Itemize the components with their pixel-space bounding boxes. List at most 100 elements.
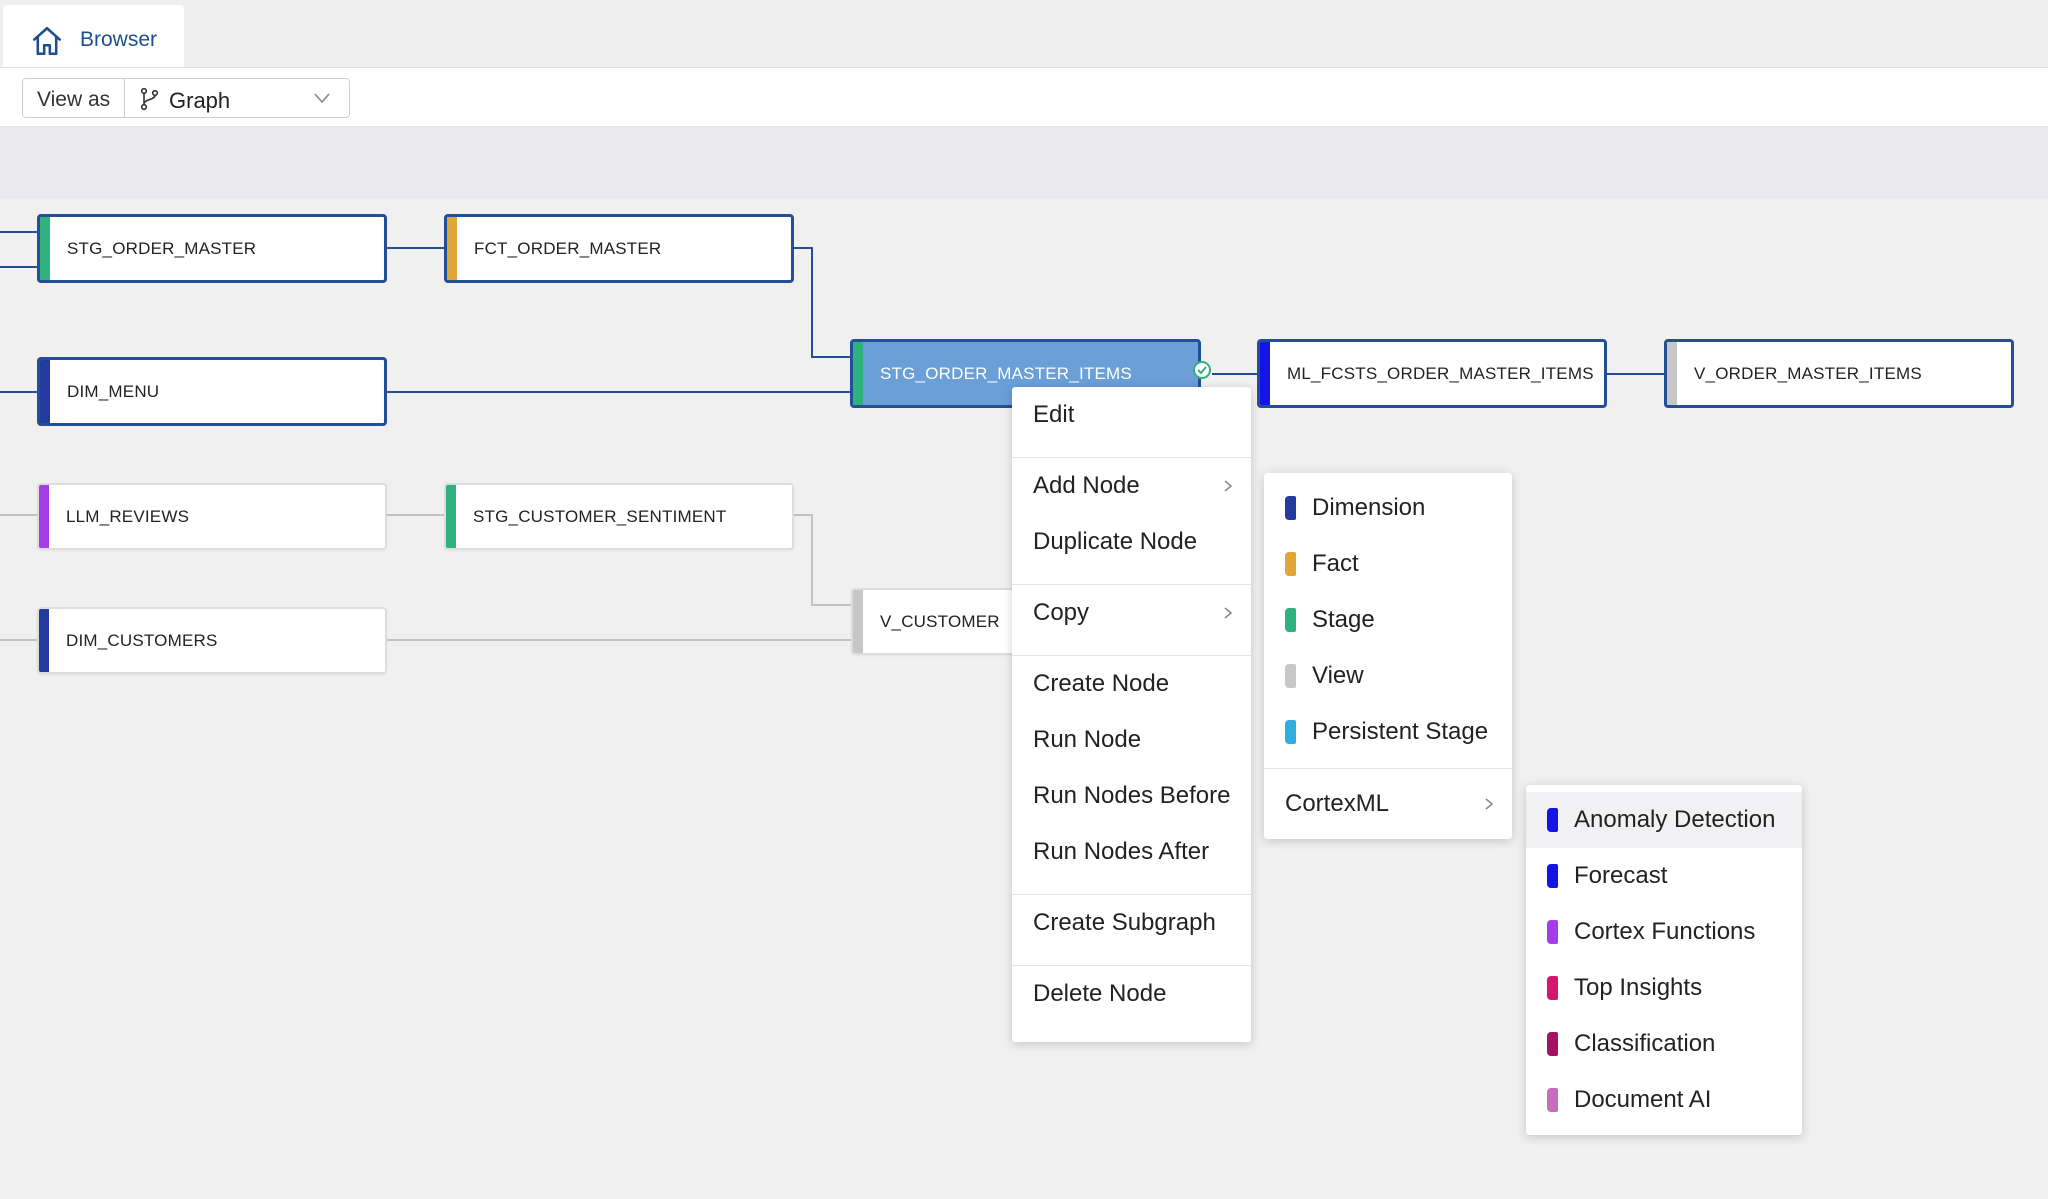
- node-v-customer[interactable]: V_CUSTOMER: [851, 588, 1026, 655]
- menu-item-label: Run Nodes Before: [1033, 782, 1231, 809]
- menu-item-forecast[interactable]: Forecast: [1526, 848, 1802, 904]
- chevron-right-icon: [1224, 607, 1233, 619]
- menu-item-run-nodes-after[interactable]: Run Nodes After: [1012, 824, 1251, 880]
- menu-item-label: Persistent Stage: [1312, 718, 1489, 745]
- menu-item-label: Create Node: [1033, 670, 1170, 697]
- cortex-functions-swatch: [1547, 920, 1558, 944]
- node-label: V_ORDER_MASTER_ITEMS: [1694, 363, 1922, 383]
- menu-item-label: Duplicate Node: [1033, 528, 1198, 555]
- menu-item-duplicate-node[interactable]: Duplicate Node: [1012, 514, 1251, 570]
- stage-swatch: [1285, 608, 1296, 632]
- node-fct-order-master[interactable]: FCT_ORDER_MASTER: [444, 214, 794, 283]
- node-dim-menu[interactable]: DIM_MENU: [37, 357, 387, 426]
- node-dim-customers[interactable]: DIM_CUSTOMERS: [37, 607, 387, 674]
- menu-item-label: Anomaly Detection: [1574, 806, 1776, 833]
- edge-fct-to-items: [793, 247, 852, 358]
- tab-bar: Browser: [0, 0, 2048, 68]
- node-type-bar: [39, 609, 49, 672]
- graph-edges: [0, 231, 1665, 641]
- menu-item-edit[interactable]: Edit: [1012, 387, 1251, 443]
- persistent-stage-swatch: [1285, 720, 1296, 744]
- node-type-bar: [853, 342, 863, 405]
- tab-browser[interactable]: Browser: [3, 5, 184, 67]
- chevron-right-icon: [1485, 798, 1494, 810]
- node-type-bar: [853, 590, 863, 653]
- node-type-bar: [40, 360, 50, 423]
- node-stg-order-master[interactable]: STG_ORDER_MASTER: [37, 214, 387, 283]
- success-check-icon: [1193, 361, 1211, 379]
- node-label: STG_ORDER_MASTER: [67, 238, 257, 258]
- menu-item-label: Run Nodes After: [1033, 838, 1210, 865]
- dimension-swatch: [1285, 496, 1296, 520]
- menu-item-cortex-functions[interactable]: Cortex Functions: [1526, 904, 1802, 960]
- node-label: STG_ORDER_MASTER_ITEMS: [880, 363, 1132, 383]
- menu-item-anomaly-detection[interactable]: Anomaly Detection: [1526, 792, 1802, 848]
- menu-item-document-ai[interactable]: Document AI: [1526, 1072, 1802, 1128]
- menu-item-fact[interactable]: Fact: [1264, 536, 1512, 592]
- menu-item-stage[interactable]: Stage: [1264, 592, 1512, 648]
- node-label: V_CUSTOMER: [880, 611, 1000, 631]
- menu-item-create-subgraph[interactable]: Create Subgraph: [1012, 895, 1251, 951]
- node-type-bar: [1260, 342, 1270, 405]
- view-as-divider: [124, 79, 125, 117]
- node-label: ML_FCSTS_ORDER_MASTER_ITEMS: [1287, 363, 1594, 383]
- document-ai-swatch: [1547, 1088, 1558, 1112]
- add-node-submenu: Dimension Fact Stage View Persistent Sta…: [1264, 473, 1512, 839]
- menu-divider: [1264, 768, 1512, 769]
- view-swatch: [1285, 664, 1296, 688]
- menu-item-label: Delete Node: [1033, 980, 1167, 1007]
- menu-divider: [1012, 457, 1251, 458]
- node-ml-fcsts-order-master-items[interactable]: ML_FCSTS_ORDER_MASTER_ITEMS: [1257, 339, 1607, 408]
- menu-item-copy[interactable]: Copy: [1012, 585, 1251, 641]
- edge-sentiment-to-vcust: [793, 514, 852, 606]
- top-insights-swatch: [1547, 976, 1558, 1000]
- node-type-bar: [447, 217, 457, 280]
- menu-divider: [1012, 584, 1251, 585]
- node-type-bar: [39, 485, 49, 548]
- menu-divider: [1012, 894, 1251, 895]
- home-icon: [32, 26, 62, 56]
- menu-item-delete-node[interactable]: Delete Node: [1012, 966, 1251, 1022]
- node-label: DIM_CUSTOMERS: [66, 630, 218, 650]
- menu-divider: [1012, 965, 1251, 966]
- menu-item-label: Create Subgraph: [1033, 909, 1216, 936]
- node-label: DIM_MENU: [67, 381, 160, 401]
- menu-item-dimension[interactable]: Dimension: [1264, 480, 1512, 536]
- menu-item-label: Copy: [1033, 599, 1090, 626]
- toolbar: View as Graph: [0, 68, 2048, 127]
- menu-item-persistent-stage[interactable]: Persistent Stage: [1264, 704, 1512, 760]
- node-type-bar: [1667, 342, 1677, 405]
- node-label: STG_CUSTOMER_SENTIMENT: [473, 506, 727, 526]
- menu-item-run-nodes-before[interactable]: Run Nodes Before: [1012, 768, 1251, 824]
- menu-item-add-node[interactable]: Add Node: [1012, 458, 1251, 514]
- menu-item-label: Run Node: [1033, 726, 1142, 753]
- menu-item-label: Classification: [1574, 1030, 1716, 1057]
- menu-item-label: View: [1312, 662, 1364, 689]
- fact-swatch: [1285, 552, 1296, 576]
- node-v-order-master-items[interactable]: V_ORDER_MASTER_ITEMS: [1664, 339, 2014, 408]
- tab-browser-label: Browser: [80, 28, 158, 51]
- menu-item-label: Add Node: [1033, 472, 1140, 499]
- canvas-header-strip: [0, 127, 2048, 199]
- menu-item-label: Forecast: [1574, 862, 1668, 889]
- chevron-down-icon: [314, 93, 330, 104]
- menu-item-label: Top Insights: [1574, 974, 1703, 1001]
- menu-item-top-insights[interactable]: Top Insights: [1526, 960, 1802, 1016]
- node-context-menu: Edit Add Node Duplicate Node Copy Create…: [1012, 387, 1251, 1042]
- menu-item-view[interactable]: View: [1264, 648, 1512, 704]
- anomaly-detection-swatch: [1547, 808, 1558, 832]
- menu-item-create-node[interactable]: Create Node: [1012, 656, 1251, 712]
- node-label: FCT_ORDER_MASTER: [474, 238, 662, 258]
- view-as-value: Graph: [169, 88, 231, 113]
- node-type-bar: [446, 485, 456, 548]
- menu-item-run-node[interactable]: Run Node: [1012, 712, 1251, 768]
- node-llm-reviews[interactable]: LLM_REVIEWS: [37, 483, 387, 550]
- node-stg-customer-sentiment[interactable]: STG_CUSTOMER_SENTIMENT: [444, 483, 794, 550]
- node-type-bar: [40, 217, 50, 280]
- menu-item-label: CortexML: [1285, 790, 1390, 817]
- menu-item-label: Fact: [1312, 550, 1359, 577]
- branch-icon: [140, 87, 159, 111]
- menu-item-classification[interactable]: Classification: [1526, 1016, 1802, 1072]
- view-as-select[interactable]: View as Graph: [22, 78, 350, 118]
- menu-item-cortexml[interactable]: CortexML: [1264, 776, 1512, 832]
